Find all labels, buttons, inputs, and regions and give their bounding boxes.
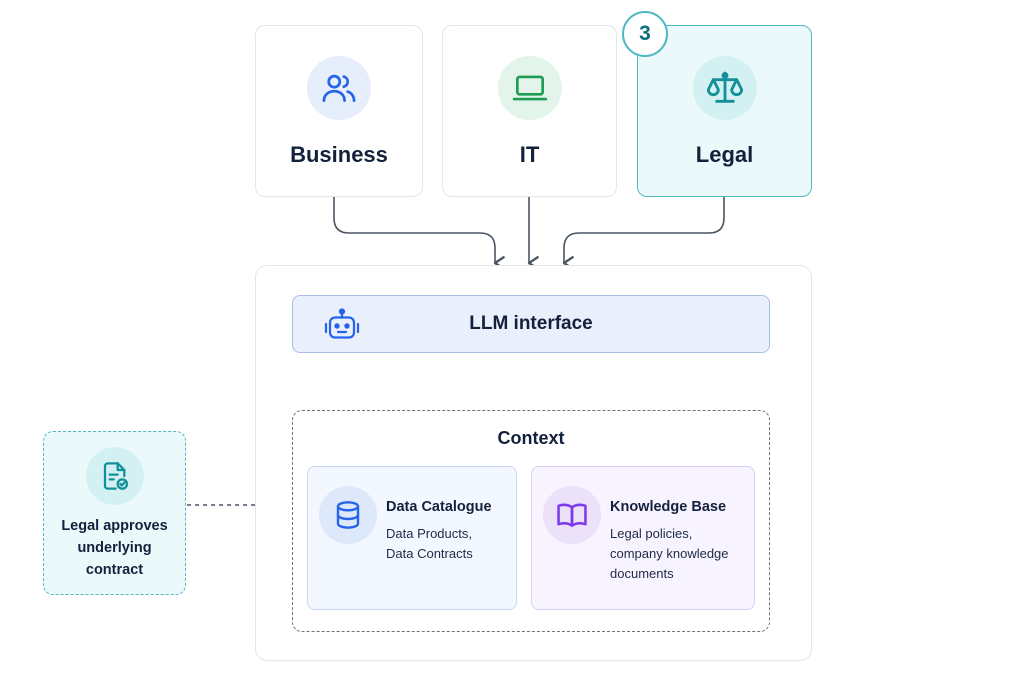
business-card: Business <box>255 25 423 197</box>
data-catalogue-card: Data Catalogue Data Products, Data Contr… <box>307 466 517 610</box>
context-box <box>292 410 770 632</box>
users-icon <box>307 56 371 120</box>
llm-interface-label: LLM interface <box>469 313 593 334</box>
robot-icon <box>323 308 361 347</box>
scales-icon <box>692 56 757 120</box>
laptop-icon <box>497 56 562 120</box>
legal-connector <box>562 197 725 270</box>
step-badge: 3 <box>622 11 668 57</box>
it-card: IT <box>442 25 617 197</box>
data-catalogue-description: Data Products, Data Contracts <box>386 526 473 561</box>
legal-approval-text: Legal approves underlying contract <box>61 518 168 578</box>
knowledge-base-title: Knowledge Base <box>610 499 727 515</box>
legal-label: Legal <box>695 142 754 167</box>
it-label: IT <box>519 142 540 167</box>
document-check-icon <box>85 447 144 505</box>
legal-approval-note: Legal approves underlying contract <box>43 431 186 595</box>
legal-card: Legal <box>637 25 812 197</box>
context-title: Context <box>497 428 565 448</box>
business-label: Business <box>290 142 388 167</box>
data-catalogue-title: Data Catalogue <box>386 499 492 515</box>
knowledge-base-card: Knowledge Base Legal policies, company k… <box>531 466 755 610</box>
knowledge-base-description: Legal policies, company knowledge docume… <box>610 526 729 581</box>
llm-interface-bar: LLM interface <box>292 295 770 353</box>
book-icon <box>543 486 601 544</box>
business-connector <box>333 197 505 270</box>
database-icon <box>319 486 377 544</box>
